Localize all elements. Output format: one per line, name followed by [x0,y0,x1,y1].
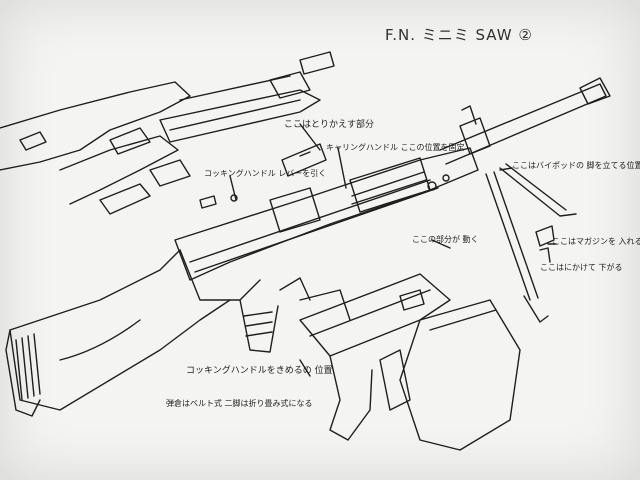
annotation-note-1: ここはとりかえす部分 [284,120,375,130]
annotation-note-3: コッキングハンドル レバーを引く [204,169,327,178]
sheet-title: F.N. ミニミ SAW ② [385,26,533,44]
annotation-note-4: ここはバイポッドの 脚を立てる位置 [512,161,640,170]
annotation-note-5: ここの部分が 動く [412,235,479,244]
annotation-note-2: キャリングハンドル ここの位置を固定 [326,143,465,152]
annotation-note-7: ここはにかけて 下がる [540,263,623,272]
annotation-note-9: 弾倉はベルト式 二脚は折り畳み式になる [166,399,313,408]
annotation-note-8: コッキングハンドルをきめるの 位置 [186,366,333,376]
annotation-note-6: ここはマガジンを 入れる所 [552,237,640,246]
